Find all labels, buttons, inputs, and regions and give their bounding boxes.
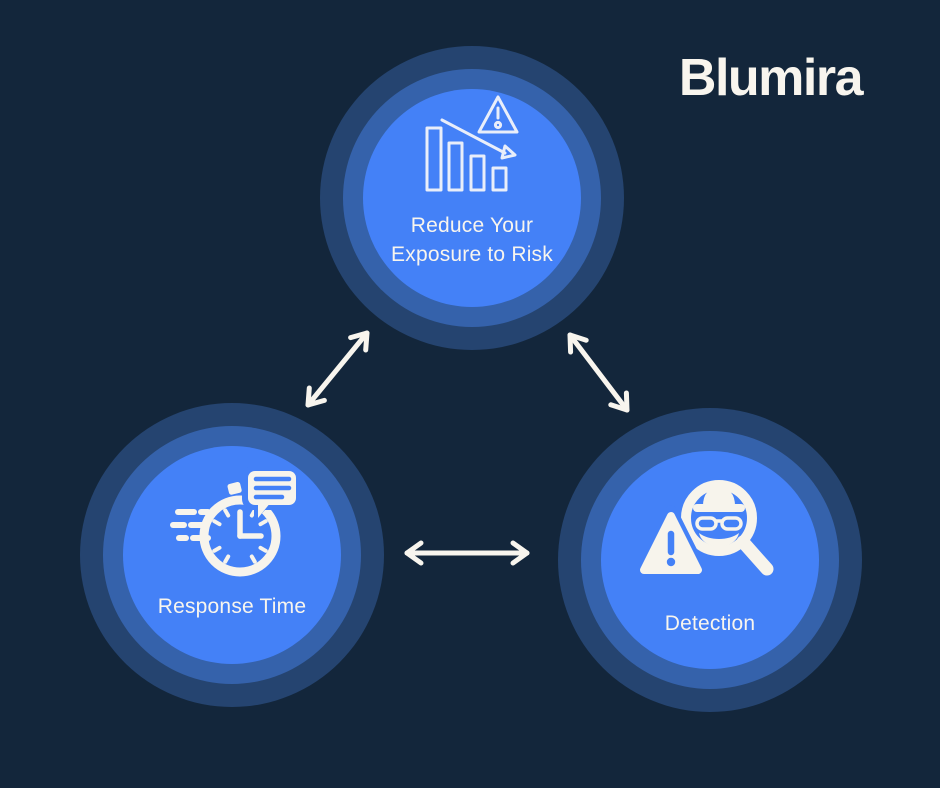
node-outer-ring: Response Time [80, 403, 384, 707]
node-middle-ring: Reduce Your Exposure to Risk [343, 69, 601, 327]
arrow-left-right [404, 540, 530, 566]
node-response-time: Response Time [80, 403, 384, 707]
blumira-logo: Blumira [678, 49, 864, 107]
node-outer-ring: Reduce Your Exposure to Risk [320, 46, 624, 350]
stopwatch-chat-icon [170, 466, 300, 577]
node-middle-ring: Response Time [103, 426, 361, 684]
node-inner-circle: Detection [601, 451, 819, 669]
spy-magnifier-warning-icon [639, 480, 774, 579]
node-reduce-risk: Reduce Your Exposure to Risk [320, 46, 624, 350]
node-outer-ring: Detection [558, 408, 862, 712]
node-label: Reduce Your Exposure to Risk [391, 214, 553, 266]
node-label: Response Time [157, 595, 307, 618]
arrow-top-right [567, 332, 630, 413]
declining-bar-chart-warning-icon [425, 95, 519, 192]
node-middle-ring: Detection [581, 431, 839, 689]
node-label: Detection [664, 612, 756, 635]
node-inner-circle: Response Time [123, 446, 341, 664]
arrow-top-left [305, 330, 370, 408]
node-inner-circle: Reduce Your Exposure to Risk [363, 89, 581, 307]
node-detection: Detection [558, 408, 862, 712]
